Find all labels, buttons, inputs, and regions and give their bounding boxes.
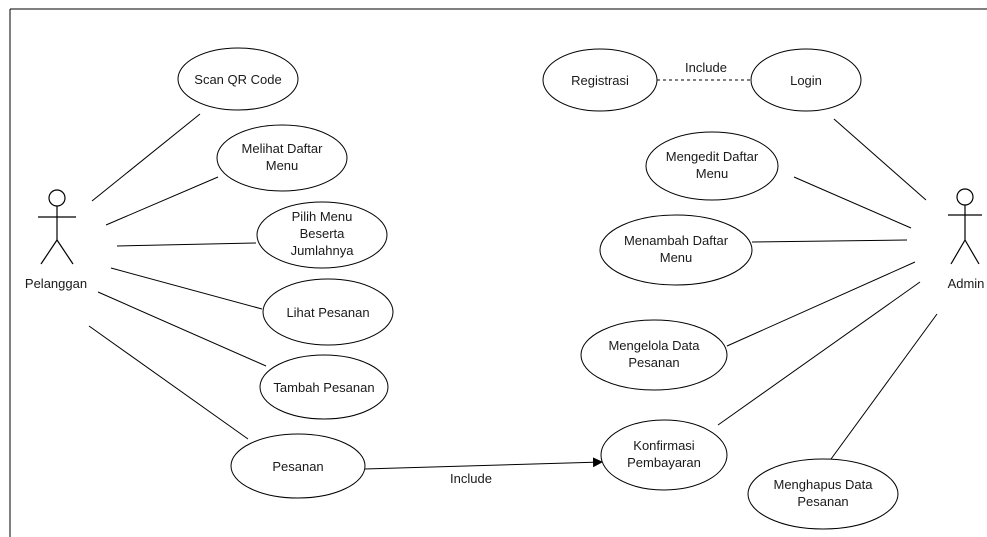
svg-text:Scan QR Code: Scan QR Code	[194, 72, 281, 87]
usecase-mengelola-data-pesanan: Mengelola Data Pesanan	[580, 319, 728, 391]
svg-text:Pesanan: Pesanan	[797, 494, 848, 509]
svg-text:Pembayaran: Pembayaran	[627, 455, 701, 470]
actor-pelanggan-label: Pelanggan	[25, 276, 87, 291]
svg-text:Pilih Menu: Pilih Menu	[292, 209, 353, 224]
usecase-scan-qr-code: Scan QR Code	[177, 47, 299, 111]
assoc-pelanggan-tambah-pesanan	[97, 291, 267, 367]
actor-admin-label: Admin	[948, 276, 985, 291]
usecase-melihat-daftar-menu: Melihat Daftar Menu	[216, 124, 348, 192]
assoc-pelanggan-scan-qr	[91, 113, 201, 202]
usecase-login: Login	[750, 48, 862, 112]
include-pesanan-konfirmasi-label: Include	[450, 471, 492, 486]
usecase-pilih-menu-beserta-jumlahnya: Pilih Menu Beserta Jumlahnya	[256, 201, 388, 269]
usecase-registrasi: Registrasi	[542, 48, 658, 112]
svg-text:Tambah Pesanan: Tambah Pesanan	[273, 380, 374, 395]
usecase-pesanan: Pesanan	[230, 433, 366, 499]
svg-text:Lihat Pesanan: Lihat Pesanan	[286, 305, 369, 320]
usecase-mengedit-daftar-menu: Mengedit Daftar Menu	[645, 131, 779, 201]
actor-admin	[948, 188, 982, 265]
svg-text:Registrasi: Registrasi	[571, 73, 629, 88]
include-registrasi-login-label: Include	[685, 60, 727, 75]
assoc-admin-menghapus-pesanan	[822, 313, 938, 471]
assoc-pelanggan-pilih-menu	[116, 242, 257, 247]
usecase-konfirmasi-pembayaran: Konfirmasi Pembayaran	[600, 419, 728, 491]
usecase-lihat-pesanan: Lihat Pesanan	[262, 278, 394, 346]
svg-text:Pesanan: Pesanan	[628, 355, 679, 370]
svg-text:Konfirmasi: Konfirmasi	[633, 438, 695, 453]
svg-text:Menu: Menu	[696, 166, 729, 181]
svg-text:Menambah Daftar: Menambah Daftar	[624, 233, 729, 248]
svg-text:Mengelola Data: Mengelola Data	[608, 338, 700, 353]
assoc-admin-mengedit-menu	[793, 176, 912, 229]
usecase-menambah-daftar-menu: Menambah Daftar Menu	[599, 214, 753, 286]
assoc-pelanggan-pesanan	[88, 325, 249, 440]
usecase-tambah-pesanan: Tambah Pesanan	[259, 354, 389, 420]
assoc-admin-login	[833, 118, 927, 201]
assoc-pelanggan-lihat-pesanan	[110, 267, 263, 310]
svg-text:Beserta: Beserta	[300, 226, 346, 241]
svg-text:Jumlahnya: Jumlahnya	[291, 243, 355, 258]
svg-text:Mengedit Daftar: Mengedit Daftar	[666, 149, 759, 164]
assoc-pelanggan-melihat-menu	[105, 176, 219, 226]
assoc-admin-mengelola-pesanan	[726, 261, 916, 347]
svg-text:Menu: Menu	[660, 250, 693, 265]
usecase-menghapus-data-pesanan: Menghapus Data Pesanan	[747, 458, 899, 530]
include-pesanan-konfirmasi-line	[363, 457, 603, 470]
svg-text:Pesanan: Pesanan	[272, 459, 323, 474]
assoc-admin-konfirmasi	[717, 281, 921, 426]
svg-text:Melihat Daftar: Melihat Daftar	[242, 141, 324, 156]
svg-text:Menghapus Data: Menghapus Data	[773, 477, 873, 492]
assoc-admin-menambah-menu	[751, 239, 908, 243]
svg-text:Login: Login	[790, 73, 822, 88]
svg-text:Menu: Menu	[266, 158, 299, 173]
actor-pelanggan	[38, 189, 76, 265]
